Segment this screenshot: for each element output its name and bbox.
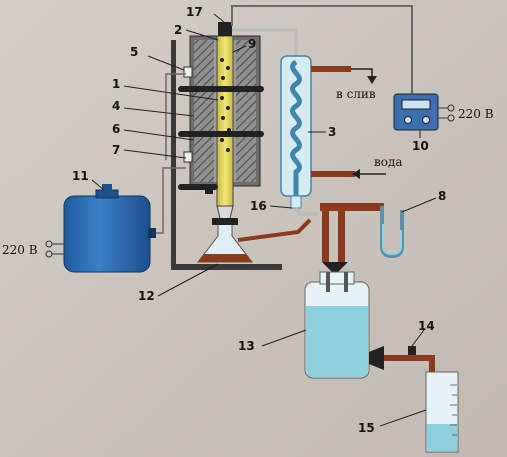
- clamp-lower: [178, 131, 264, 137]
- label-2: 2: [174, 23, 182, 37]
- flask-side-arm: [237, 218, 312, 242]
- water-label: вода: [374, 155, 403, 169]
- power-label-right: 220 В: [458, 107, 494, 121]
- controller-power-plug: [438, 104, 455, 122]
- label-15: 15: [358, 421, 375, 435]
- label-8: 8: [438, 189, 446, 203]
- label-leaders: [91, 13, 437, 427]
- water-arrow-head: [352, 169, 360, 179]
- drain-arrow-line: [351, 68, 373, 78]
- label-5: 5: [130, 45, 138, 59]
- fitting-lower: [183, 151, 193, 163]
- water-outlet-pipe: [311, 66, 351, 72]
- label-1: 1: [112, 77, 120, 91]
- label-7: 7: [112, 143, 120, 157]
- heater-cable: [156, 167, 186, 234]
- u-tube-manometer: [380, 206, 404, 259]
- label-3: 3: [328, 125, 336, 139]
- label-11: 11: [72, 169, 89, 183]
- drain-label: в слив: [336, 87, 376, 101]
- drain-arrow-head: [367, 76, 377, 84]
- fitting-bottom: [205, 184, 213, 194]
- heater-cable-upper: [165, 73, 186, 160]
- label-13: 13: [238, 339, 255, 353]
- label-12: 12: [138, 289, 155, 303]
- distillate-manifold: [294, 203, 384, 262]
- clamp-upper: [178, 86, 264, 92]
- power-label-left: 220 В: [2, 243, 38, 257]
- bottle-stopper: [322, 262, 348, 272]
- label-9: 9: [248, 37, 256, 51]
- column-top-cap: [218, 22, 232, 36]
- label-10: 10: [412, 139, 429, 153]
- condenser: [280, 55, 312, 209]
- temperature-controller: [393, 93, 439, 131]
- packed-column: [216, 35, 234, 207]
- fitting-upper: [183, 66, 193, 78]
- collection-bottle: [304, 271, 370, 379]
- label-17: 17: [186, 5, 203, 19]
- sensor-wire: [231, 5, 413, 96]
- stand-base: [172, 264, 282, 270]
- water-inlet-pipe: [311, 171, 355, 177]
- drain-tap: [369, 346, 435, 375]
- vapor-line: [232, 28, 298, 60]
- stand-rod: [171, 40, 176, 270]
- tank-power-plug: [45, 240, 64, 258]
- label-14: 14: [418, 319, 435, 333]
- label-16: 16: [250, 199, 267, 213]
- label-6: 6: [112, 122, 120, 136]
- graduated-cylinder: [425, 371, 459, 453]
- label-4: 4: [112, 99, 120, 113]
- receiving-flask: [196, 218, 254, 263]
- power-supply-tank: [63, 184, 156, 273]
